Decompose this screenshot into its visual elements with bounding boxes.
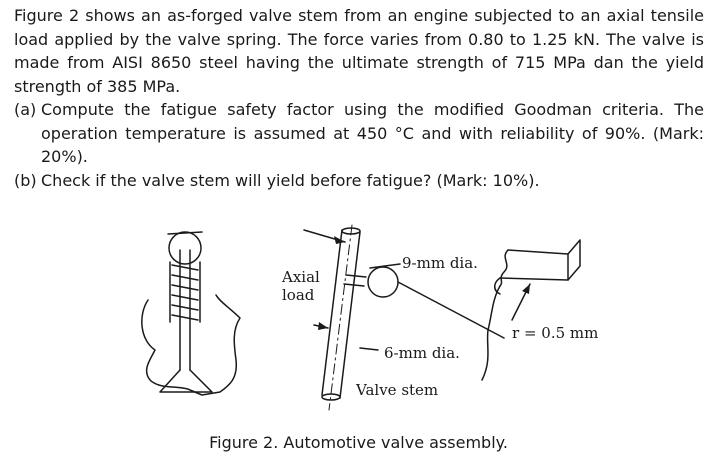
part-a-label: (a) [14,100,37,119]
figure-caption: Figure 2. Automotive valve assembly. [209,433,508,452]
valve-assembly-figure: Axial load 9-mm dia. 6-mm dia. Valve ste… [120,220,620,420]
part-a: (a)Compute the fatigue safety factor usi… [14,98,704,169]
label-radius: r = 0.5 mm [512,324,598,342]
problem-statement: Figure 2 shows an as-forged valve stem f… [14,4,704,192]
part-b: (b)Check if the valve stem will yield be… [14,169,704,193]
label-load: load [282,286,315,304]
valve-assembly-drawing: Axial load 9-mm dia. 6-mm dia. Valve ste… [141,224,598,411]
part-b-text: Check if the valve stem will yield befor… [41,170,540,190]
fillet-detail [481,239,581,381]
label-axial: Axial [281,268,320,286]
part-a-text: Compute the fatigue safety factor using … [41,100,704,166]
engine-valve-sketch [141,231,241,396]
label-valve-stem: Valve stem [355,381,438,399]
label-six-mm: 6-mm dia. [384,344,460,362]
problem-intro: Figure 2 shows an as-forged valve stem f… [14,6,704,96]
part-b-label: (b) [14,170,37,190]
label-nine-mm: 9-mm dia. [402,254,478,272]
